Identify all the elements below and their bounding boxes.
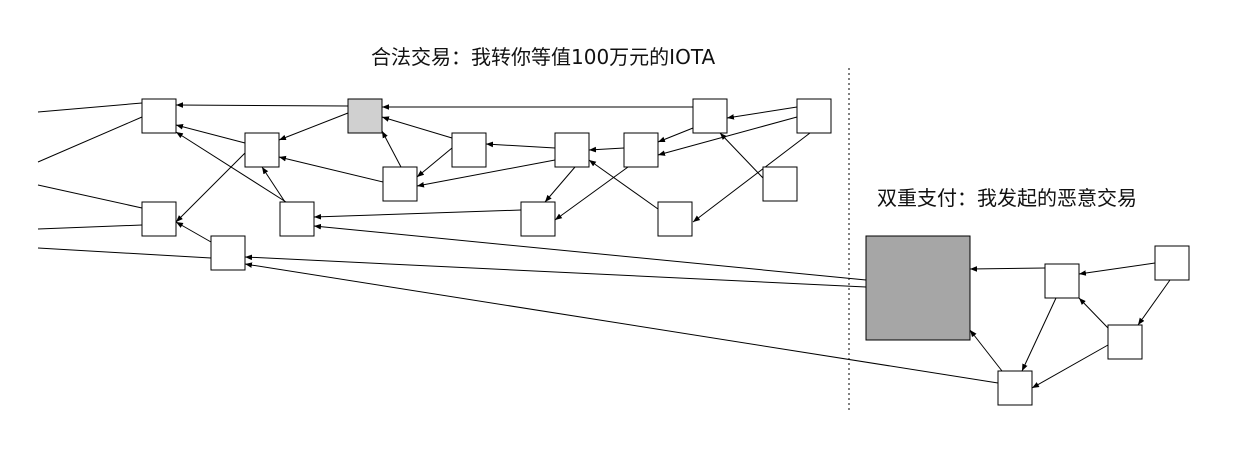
tx-node-o [796, 98, 832, 134]
edge-arrow [554, 166, 629, 221]
double-spend-node [865, 235, 971, 341]
tx-node-g [382, 166, 418, 202]
tx-node-l [657, 201, 693, 237]
tx-node-d [210, 235, 246, 271]
edge-arrow [588, 146, 625, 153]
legit-transaction-title: 合法交易：我转你等值100万元的IOTA [371, 45, 715, 69]
tx-node-t [997, 370, 1033, 406]
double-spend-title: 双重支付：我发起的恶意交易 [877, 186, 1137, 210]
edge-line [37, 184, 143, 209]
tx-node-r [1154, 245, 1190, 281]
tx-node-m [692, 98, 728, 134]
edge-arrow [969, 266, 1046, 272]
edge-arrow [381, 116, 453, 139]
edge-arrow [1021, 297, 1057, 372]
edge-arrow [1137, 279, 1171, 326]
edge-arrow [544, 166, 576, 203]
edge-arrow [1031, 344, 1109, 389]
legit-transaction-node [347, 98, 383, 134]
edge-arrow [1078, 297, 1109, 329]
tx-node-n [762, 166, 798, 202]
edge-line [37, 247, 212, 259]
nodes-layer [141, 98, 1190, 406]
edge-arrow [588, 159, 659, 210]
edge-arrow [244, 254, 867, 288]
tx-node-h [451, 132, 487, 168]
edge-arrow [726, 106, 798, 120]
edge-arrow [175, 131, 287, 203]
tx-node-q [1044, 263, 1080, 299]
edge-line [37, 102, 143, 113]
edge-arrow [657, 127, 694, 143]
edge-arrow [1078, 262, 1156, 276]
edge-arrow [381, 130, 402, 168]
tx-node-b [141, 201, 177, 237]
tx-node-k [623, 132, 659, 168]
edge-arrow [175, 124, 246, 144]
tx-node-a [141, 98, 177, 134]
edge-arrow [278, 112, 349, 141]
edge-arrow [485, 141, 556, 149]
edge-arrow [416, 159, 556, 188]
edge-line [37, 116, 143, 163]
edge-line [37, 224, 143, 230]
edge-arrow [313, 209, 522, 220]
edge-arrow [175, 221, 212, 243]
edge-arrow [175, 102, 349, 108]
edge-arrow [969, 329, 1003, 372]
edge-arrow [719, 132, 764, 179]
edge-arrow [692, 132, 811, 223]
tx-node-c [244, 132, 280, 168]
edges-layer [37, 102, 1171, 389]
tx-node-e [279, 201, 315, 237]
edge-arrow [175, 152, 246, 223]
edge-arrow [278, 155, 384, 183]
tx-node-i [520, 201, 556, 237]
tx-node-s [1107, 324, 1143, 360]
edge-arrow [244, 262, 999, 384]
tx-node-j [554, 132, 590, 168]
edge-arrow [313, 223, 867, 281]
edge-arrow [416, 147, 453, 178]
edge-arrow [657, 116, 798, 156]
edge-arrow [261, 166, 286, 203]
